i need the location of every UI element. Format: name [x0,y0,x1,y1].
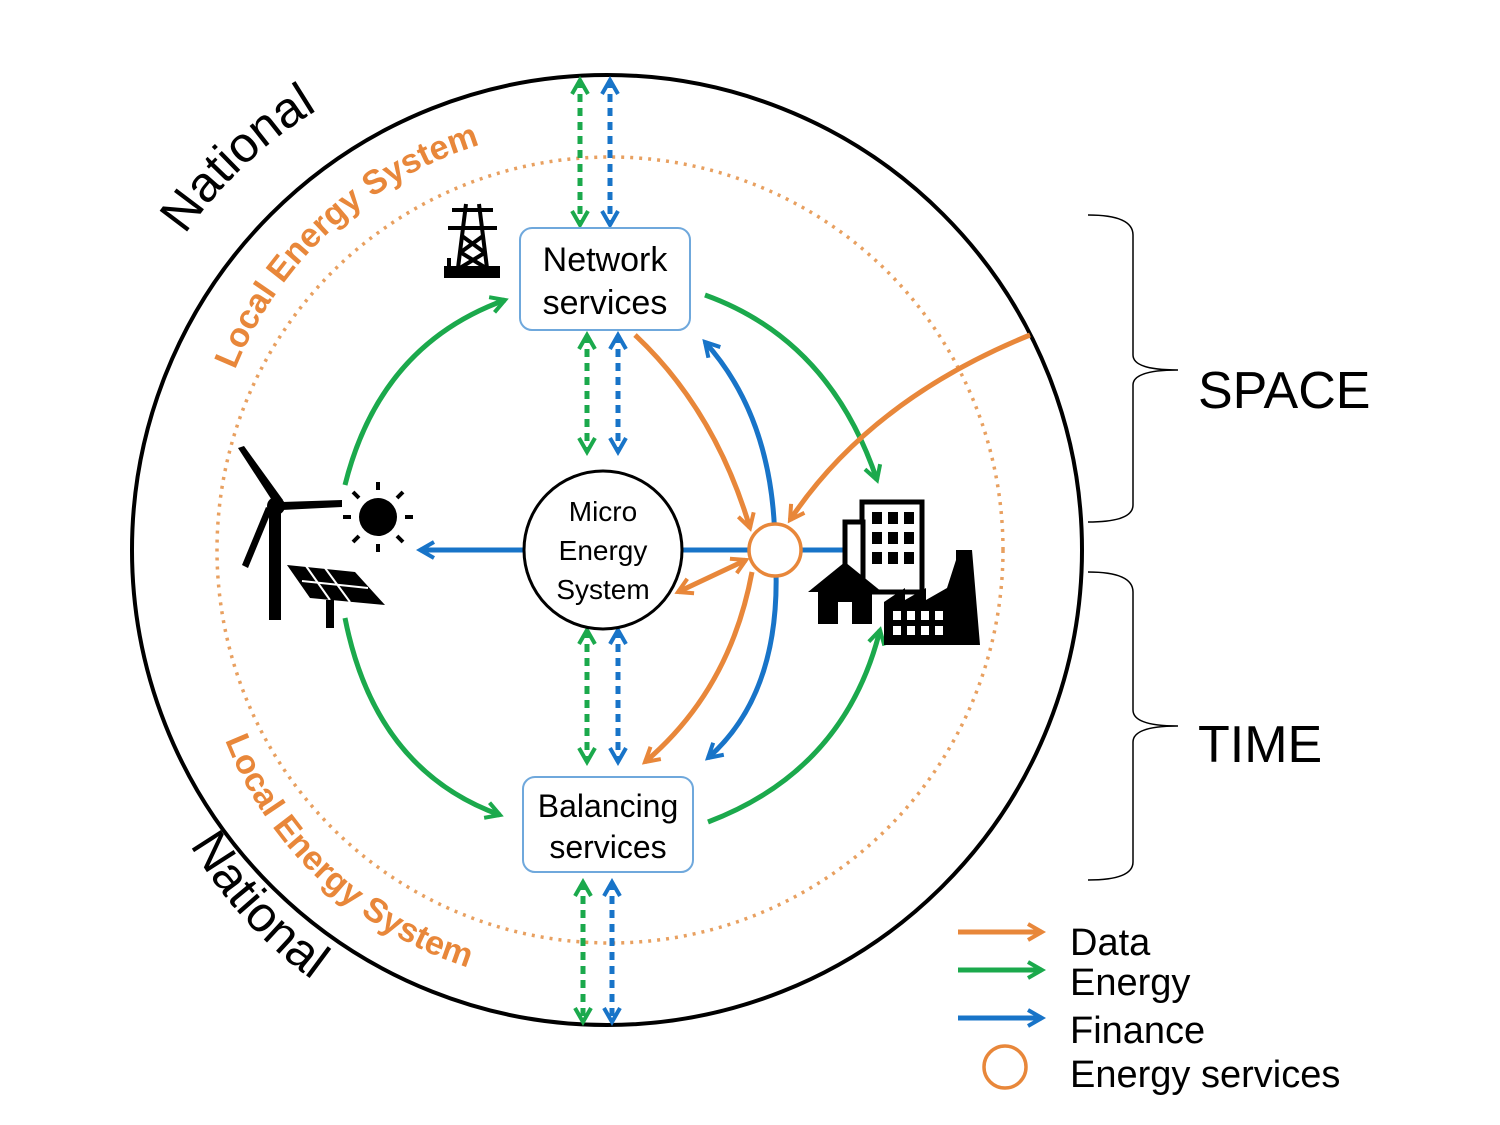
energy-services-node [747,522,803,578]
data-arrow-external-to-services [790,332,1031,520]
city-buildings-icon [808,499,980,645]
data-arrow-network-to-services [633,333,750,528]
energy-arrow-renewables-to-network [342,300,505,486]
network-services-line1: Network [543,241,669,279]
micro-line1: Micro [569,496,637,527]
energy-arrow-balancing-to-buildings [707,630,880,825]
vertical-flow-upper-middle [587,335,618,452]
vertical-flow-bottom [583,882,612,1022]
balancing-services-box: Balancing services [522,776,694,873]
legend: Data Energy Finance Energy services [958,922,1340,1096]
wind-solar-icon [238,446,413,628]
space-label: SPACE [1198,362,1370,420]
micro-energy-system: Micro Energy System [522,469,684,631]
energy-arrow-network-to-buildings [704,292,877,480]
network-services-box: Network services [519,227,691,331]
local-energy-boundary [215,155,1005,945]
legend-energy-services-label: Energy services [1070,1054,1340,1096]
network-services-line2: services [543,284,668,322]
balancing-services-line1: Balancing [538,788,679,824]
data-arrow-services-micro [678,560,746,592]
legend-finance-label: Finance [1070,1010,1205,1052]
time-label: TIME [1198,716,1322,774]
finance-arc-to-network [705,342,778,551]
vertical-flow-lower-middle [587,630,618,762]
time-brace [1087,571,1179,881]
legend-energy-label: Energy [1070,962,1190,1004]
micro-line3: System [556,574,649,605]
national-label-top: National [149,72,324,242]
space-brace [1087,214,1179,523]
finance-arc-to-balancing [708,549,779,758]
transmission-tower-icon [444,203,500,278]
micro-line2: Energy [559,535,648,566]
balancing-services-line2: services [549,829,666,865]
energy-arrow-renewables-to-balancing [342,617,500,815]
data-arrow-services-to-balancing [645,571,755,762]
legend-data-label: Data [1070,922,1151,964]
vertical-flow-top [580,80,610,225]
